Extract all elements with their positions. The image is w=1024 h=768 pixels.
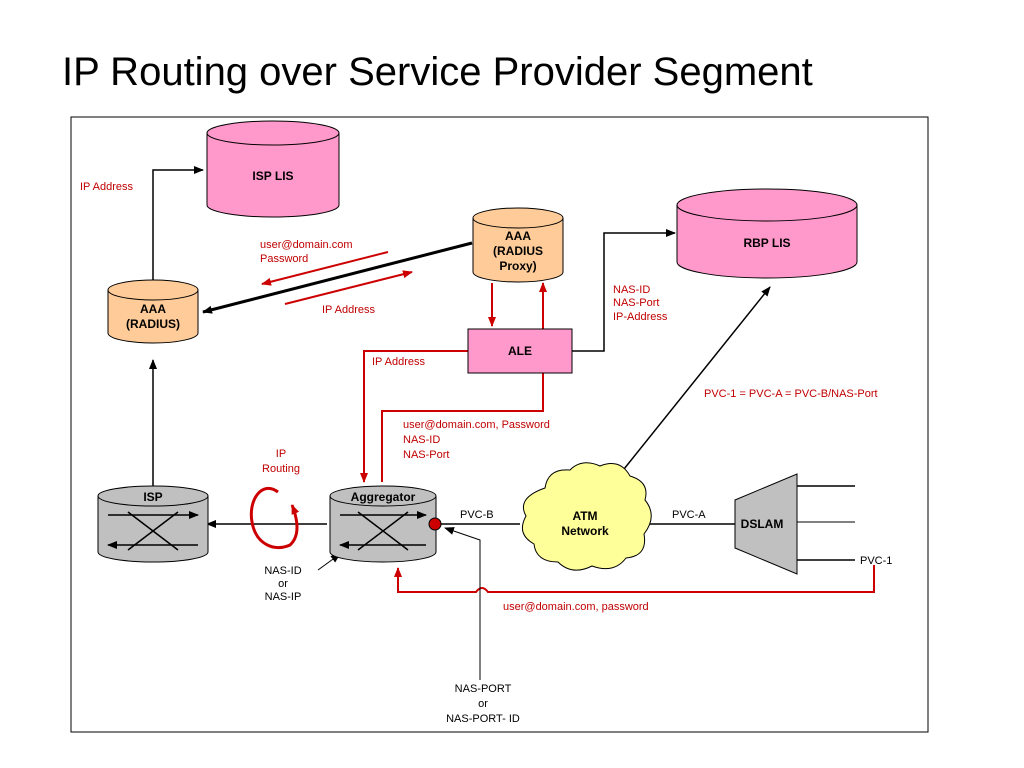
- ip-routing-loop-icon: [249, 486, 300, 550]
- pvc-b-label: PVC-B: [460, 509, 494, 521]
- user-password-label-2: Password: [260, 253, 308, 265]
- nas-info-label-3: IP-Address: [613, 311, 668, 323]
- aaa-proxy-label-2: (RADIUS: [493, 244, 543, 258]
- isp-label: ISP: [143, 490, 162, 504]
- nas-port-label-2: or: [478, 698, 488, 710]
- aggregator-port-dot: [428, 517, 442, 531]
- nas-port-label-3: NAS-PORT- ID: [446, 713, 520, 725]
- ale-node: ALE: [467, 328, 573, 374]
- aaa-proxy-label-1: AAA: [505, 229, 531, 243]
- aaa-proxy-label-3: Proxy): [499, 259, 536, 273]
- user-password-arrow: [261, 251, 389, 286]
- ip-address-mid-label: IP Address: [322, 304, 375, 316]
- aaa-radius-label-2: (RADIUS): [126, 317, 180, 331]
- nas-info-label-1: NAS-ID: [613, 284, 650, 296]
- user-password-bottom-label: user@domain.com, password: [503, 601, 649, 613]
- rbp-lis-node: RBP LIS: [676, 188, 858, 279]
- ip-address-ale-label: IP Address: [372, 356, 425, 368]
- diagram-frame: [70, 116, 929, 733]
- nas-id-ip-label-3: NAS-IP: [265, 591, 302, 603]
- aggregator-crossbar-icon: [339, 511, 427, 551]
- user-nas-label-3: NAS-Port: [403, 449, 449, 461]
- ip-routing-label-1: IP: [276, 448, 286, 460]
- pvc-equation-label: PVC-1 = PVC-A = PVC-B/NAS-Port: [704, 388, 878, 400]
- aaa-proxy-node: AAA (RADIUS Proxy): [472, 207, 564, 283]
- proxy-to-aaa-line: [202, 241, 473, 314]
- nas-port-pointer: [444, 527, 481, 680]
- user-nas-label-1: user@domain.com, Password: [403, 419, 550, 431]
- nas-id-ip-label-1: NAS-ID: [264, 565, 301, 577]
- nas-info-label-2: NAS-Port: [613, 297, 659, 309]
- aaa-radius-node: AAA (RADIUS): [107, 279, 199, 344]
- ip-routing-label-2: Routing: [262, 463, 300, 475]
- ale-to-aggregator-arrow: [360, 350, 468, 483]
- pvc-a-label: PVC-A: [672, 509, 706, 521]
- atm-network-node: ATM Network: [521, 462, 652, 571]
- isp-node: ISP: [97, 485, 209, 563]
- dslam-node: DSLAM: [734, 473, 798, 575]
- rbp-lis-label: RBP LIS: [743, 236, 790, 250]
- isp-crossbar-icon: [107, 511, 199, 551]
- aggregator-node: Aggregator: [329, 485, 442, 563]
- pvc1-return-arrow: [394, 565, 875, 593]
- nas-port-label-1: NAS-PORT: [455, 683, 512, 695]
- aaa-radius-label-1: AAA: [140, 302, 166, 316]
- slide-title: IP Routing over Service Provider Segment: [62, 50, 813, 94]
- nas-id-ip-label-2: or: [278, 578, 288, 590]
- atm-label-2: Network: [561, 524, 609, 538]
- user-nas-label-2: NAS-ID: [403, 434, 440, 446]
- user-password-label-1: user@domain.com: [260, 239, 352, 251]
- ip-address-arrow: [284, 270, 413, 305]
- isp-lis-node: ISP LIS: [206, 120, 340, 218]
- aggregator-label: Aggregator: [351, 490, 416, 504]
- atm-to-rbplis-line: [619, 286, 771, 475]
- ale-to-rbplis-line: [572, 229, 676, 352]
- atm-label-1: ATM: [572, 509, 597, 523]
- ip-address-top-label: IP Address: [80, 181, 133, 193]
- aaa-to-isplis-line: [152, 166, 204, 282]
- ale-label: ALE: [508, 344, 532, 358]
- dslam-label: DSLAM: [741, 517, 784, 531]
- isp-lis-label: ISP LIS: [252, 169, 293, 183]
- pvc-1-label: PVC-1: [860, 555, 892, 567]
